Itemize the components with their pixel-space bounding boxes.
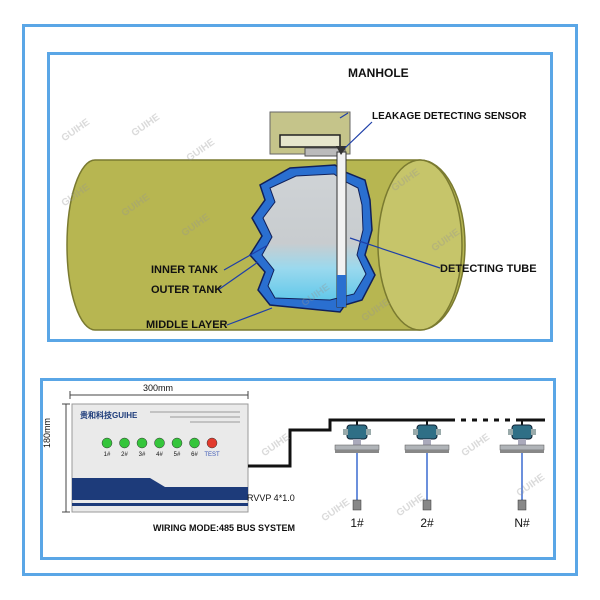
sensor-label: 2# [420, 516, 434, 530]
sensor-label: N# [514, 516, 530, 530]
status-led [101, 437, 113, 449]
status-led [136, 437, 148, 449]
status-led [154, 437, 165, 449]
leakage-sensor-label: LEAKAGE DETECTING SENSOR [372, 111, 527, 122]
height-dimension-label: 180mm [42, 417, 52, 448]
status-led [119, 437, 130, 449]
led-row [101, 437, 218, 449]
led-label: 6# [191, 452, 198, 458]
detecting-tube-label: DETECTING TUBE [440, 263, 537, 275]
middle-layer-label: MIDDLE LAYER [146, 319, 228, 331]
cable-label: RVVP 4*1.0 [247, 493, 295, 503]
level-sensor [334, 420, 380, 511]
led-label: TEST [204, 452, 220, 458]
sensor-row [334, 420, 545, 511]
outer-tank-label: OUTER TANK [151, 284, 223, 296]
led-label: 3# [138, 452, 146, 458]
outer-frame [22, 24, 578, 576]
level-sensor [499, 420, 545, 511]
controller-box [62, 391, 545, 513]
led-label: 2# [121, 452, 128, 458]
wiring-mode-label: WIRING MODE:485 BUS SYSTEM [153, 523, 296, 533]
led-label: 5# [173, 452, 181, 458]
tank-diagram-panel [47, 52, 553, 342]
brand-label: 贵和科技GUIHE [80, 410, 137, 421]
wiring-diagram-panel [40, 378, 556, 560]
brand-cn: 贵和科技 [80, 411, 112, 420]
brand-en: GUIHE [112, 411, 138, 420]
level-sensor [404, 420, 450, 511]
sensor-label: 1# [350, 516, 364, 530]
width-dimension-label: 300mm [143, 383, 174, 393]
tank-illustration [66, 111, 466, 331]
inner-tank-label: INNER TANK [151, 264, 219, 276]
status-led [189, 437, 200, 449]
led-label: 4# [156, 452, 163, 458]
manhole-label: MANHOLE [348, 66, 409, 80]
led-label: 1# [103, 452, 111, 458]
test-led [206, 437, 218, 449]
status-led [171, 437, 183, 449]
